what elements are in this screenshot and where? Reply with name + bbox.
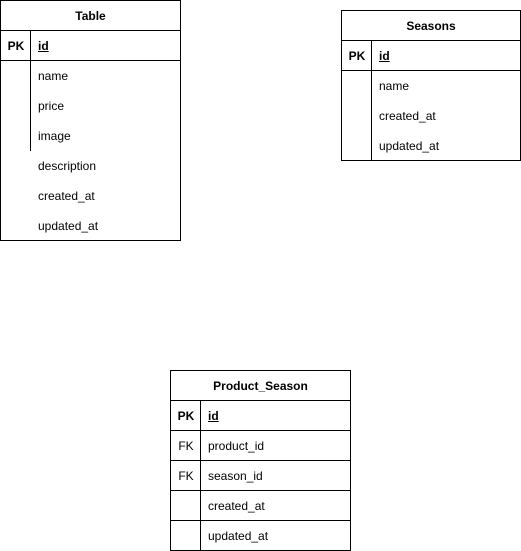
field-row[interactable]: description: [1, 151, 180, 181]
pk-label: PK: [348, 48, 366, 63]
key-cell-empty: [342, 71, 372, 101]
pk-label: PK: [177, 408, 195, 423]
key-cell-empty: [1, 61, 31, 91]
field-row[interactable]: name: [1, 61, 180, 91]
entity-table-title: Table: [1, 1, 180, 31]
entity-table[interactable]: Table PK id name price image description…: [0, 0, 181, 241]
entity-table-pk-row[interactable]: PK id: [1, 31, 180, 61]
key-column-divider: [200, 401, 201, 550]
field-row[interactable]: price: [1, 91, 180, 121]
field-name: image: [38, 129, 71, 143]
entity-seasons-pk-row[interactable]: PK id: [342, 41, 520, 71]
field-row[interactable]: updated_at: [1, 211, 180, 241]
field-name: updated_at: [379, 139, 440, 153]
key-cell-empty: [342, 101, 372, 131]
field-row[interactable]: created_at: [171, 491, 350, 521]
field-row[interactable]: created_at: [1, 181, 180, 211]
field-row[interactable]: name: [342, 71, 520, 101]
fk-row[interactable]: FK season_id: [171, 461, 350, 491]
entity-seasons[interactable]: Seasons PK id name created_at updated_at: [341, 10, 521, 161]
key-cell-empty: [1, 181, 31, 211]
field-name: description: [38, 159, 97, 173]
key-cell-empty: [342, 131, 372, 161]
field-row[interactable]: updated_at: [171, 521, 350, 551]
field-row[interactable]: image: [1, 121, 180, 151]
key-cell-empty: [1, 121, 31, 151]
key-cell-empty: [1, 211, 31, 241]
fk-label: FK: [178, 468, 194, 483]
field-row[interactable]: created_at: [342, 101, 520, 131]
pk-label: PK: [7, 38, 25, 53]
field-name: name: [379, 79, 410, 93]
key-column-divider: [371, 41, 372, 160]
field-name: created_at: [38, 189, 95, 203]
fk-field: product_id: [208, 438, 265, 453]
key-cell-empty: [1, 91, 31, 121]
field-name: created_at: [379, 109, 436, 123]
entity-product-season-title: Product_Season: [171, 371, 350, 401]
pk-field: id: [208, 408, 219, 423]
entity-product-season-pk-row[interactable]: PK id: [171, 401, 350, 431]
entity-product-season[interactable]: Product_Season PK id FK product_id FK se…: [170, 370, 351, 551]
key-column-divider: [30, 31, 31, 151]
field-name: updated_at: [208, 529, 269, 543]
field-row[interactable]: updated_at: [342, 131, 520, 161]
pk-field: id: [379, 48, 390, 63]
key-cell-empty: [171, 521, 201, 551]
fk-field: season_id: [208, 468, 263, 483]
fk-label: FK: [178, 438, 194, 453]
field-name: created_at: [208, 498, 265, 513]
pk-field: id: [38, 38, 49, 53]
key-cell-empty: [171, 491, 201, 520]
entity-seasons-title: Seasons: [342, 11, 520, 41]
fk-row[interactable]: FK product_id: [171, 431, 350, 461]
key-cell-empty: [1, 151, 31, 181]
field-name: updated_at: [38, 219, 99, 233]
field-name: name: [38, 69, 69, 83]
field-name: price: [38, 99, 65, 113]
